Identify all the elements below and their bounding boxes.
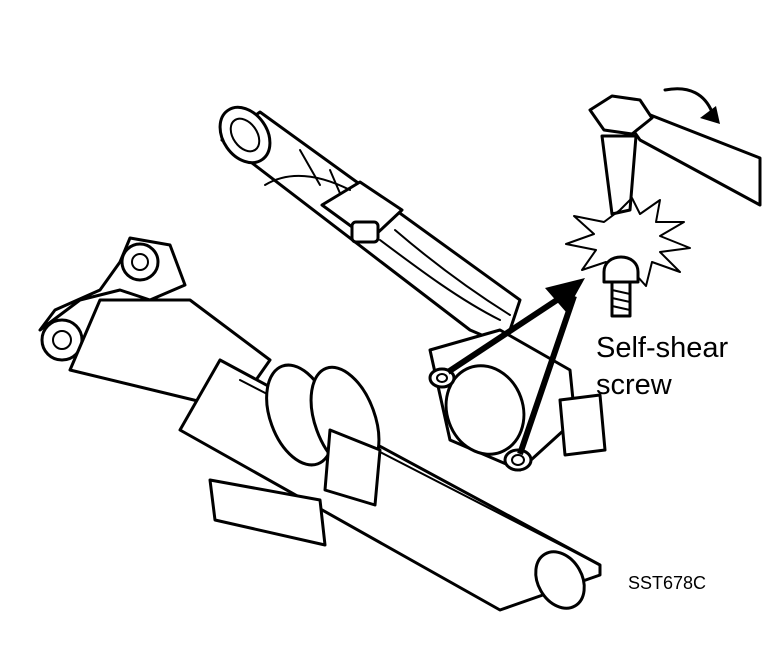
wrench-tool bbox=[588, 87, 762, 216]
column-clamp bbox=[208, 363, 382, 547]
figure-reference-code: SST678C bbox=[628, 573, 707, 593]
wire-connector bbox=[264, 174, 511, 321]
steering-lock-body bbox=[428, 328, 607, 472]
self-shear-screw bbox=[602, 255, 640, 318]
mounted-screw-heads bbox=[428, 367, 533, 472]
callout-line-2: screw bbox=[596, 369, 672, 401]
callout-line-1: Self-shear bbox=[596, 332, 729, 364]
pointer-arrows bbox=[446, 278, 585, 455]
shear-flash-burst bbox=[565, 197, 691, 287]
screw-callout-label: Self-shear screw bbox=[596, 330, 728, 404]
mounting-bracket bbox=[38, 236, 272, 412]
